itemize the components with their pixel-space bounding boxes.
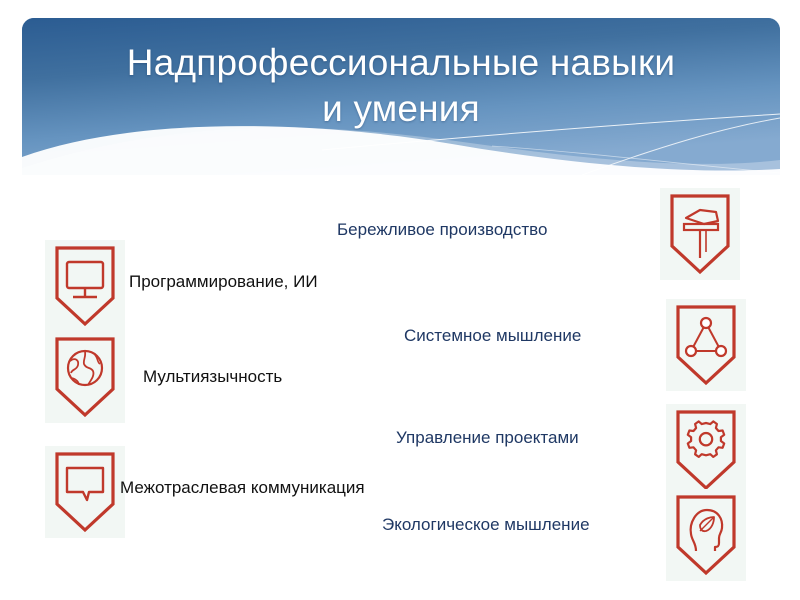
icon-tile-programming-ai	[45, 240, 125, 332]
icon-tile-cross-industry-communication	[45, 446, 125, 538]
icon-tile-lean-production	[660, 188, 740, 280]
icon-tile-multilingualism	[45, 331, 125, 423]
speech-bubble-icon	[55, 452, 115, 533]
gear-icon	[676, 410, 736, 491]
monitor-icon	[55, 246, 115, 327]
page-title: Надпрофессиональные навыки и умения	[22, 40, 780, 132]
machine-press-icon	[670, 194, 730, 275]
skill-label-systems-thinking: Системное мышление	[404, 326, 582, 345]
skill-label-lean-production: Бережливое производство	[337, 220, 548, 239]
head-leaf-icon	[676, 495, 736, 576]
banner-decoration	[22, 18, 780, 175]
icon-tile-ecological-thinking	[666, 489, 746, 581]
skill-label-programming-ai: Программирование, ИИ	[129, 272, 318, 291]
skill-label-cross-industry-communication: Межотраслевая коммуникация	[120, 478, 365, 497]
page-title-line-1: Надпрофессиональные навыки	[126, 42, 676, 83]
skill-label-project-management: Управление проектами	[396, 428, 579, 447]
skill-label-ecological-thinking: Экологическое мышление	[382, 515, 590, 534]
page-title-line-2: и умения	[322, 88, 480, 129]
globe-icon	[55, 337, 115, 418]
network-triangle-icon	[676, 305, 736, 386]
icon-tile-project-management	[666, 404, 746, 496]
skill-label-multilingualism: Мультиязычность	[143, 367, 283, 386]
icon-tile-systems-thinking	[666, 299, 746, 391]
title-banner: Надпрофессиональные навыки и умения	[22, 18, 780, 175]
